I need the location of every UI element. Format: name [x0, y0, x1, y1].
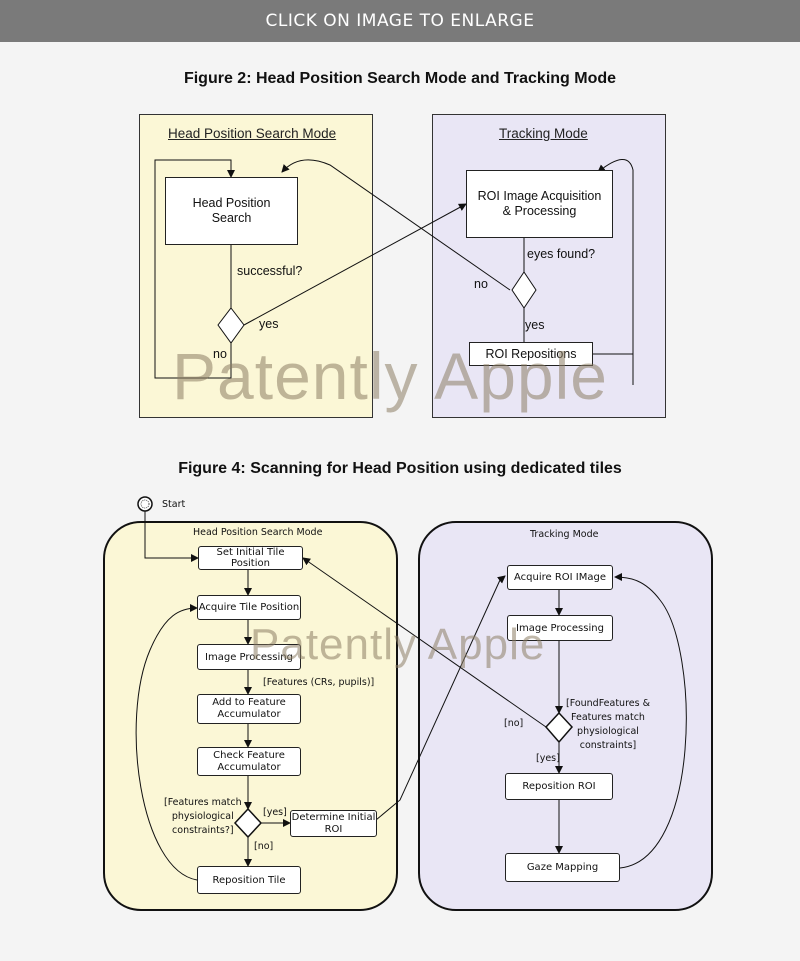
acquire-tile-position-box: Acquire Tile Position	[197, 595, 301, 620]
fig2-search-diamond	[217, 307, 245, 344]
tracking-no-to-set-initial	[302, 557, 547, 728]
check-feature-accumulator-box: Check Feature Accumulator	[197, 747, 301, 776]
fig2-search-panel-title: Head Position Search Mode	[168, 126, 337, 141]
figure2-title: Figure 2: Head Position Search Mode and …	[183, 70, 617, 87]
fig4-connectors	[135, 496, 687, 881]
fig2-tracking-yes-label: yes	[525, 318, 545, 332]
search-yes-label: [yes]	[263, 807, 287, 818]
fig2-connectors	[154, 159, 634, 385]
fig4-search-panel-title: Head Position Search Mode	[193, 527, 323, 538]
fig2-tracking-diamond	[511, 271, 537, 309]
fig2-search-yes-label: yes	[259, 317, 279, 331]
start-to-set-initial	[144, 511, 199, 562]
enlarge-banner[interactable]: CLICK ON IMAGE TO ENLARGE	[0, 0, 800, 42]
features-cr-pupils-label: [Features (CRs, pupils)]	[263, 677, 375, 688]
search-no-label: [no]	[254, 841, 274, 852]
acquire-roi-image-box: Acquire ROI IMage	[507, 565, 613, 590]
fig4-start-label: Start	[162, 499, 186, 510]
left-image-processing-box: Image Processing	[197, 644, 301, 670]
tracking-yes-label: [yes]	[536, 753, 560, 764]
fig4-tracking-diamond	[544, 711, 574, 744]
determine-roi-to-acquire-roi	[375, 575, 506, 821]
found-features-condition-label: [FoundFeatures & Features match physiolo…	[566, 698, 650, 751]
set-initial-tile-position-box: Set Initial Tile Position	[198, 546, 303, 570]
right-image-processing-box: Image Processing	[507, 615, 613, 641]
fig2-head-position-search-box: Head Position Search	[165, 177, 298, 245]
start-node	[137, 496, 153, 512]
determine-initial-roi-box: Determine Initial ROI	[290, 810, 377, 837]
fig2-successful-label: successful?	[237, 264, 303, 278]
fig2-no-to-search-line	[281, 159, 511, 291]
reposition-roi-box: Reposition ROI	[505, 773, 613, 800]
fig2-tracking-panel	[432, 114, 666, 418]
fig2-yes-to-roi-line	[243, 203, 467, 326]
fig4-tracking-panel-title: Tracking Mode	[530, 529, 599, 540]
fig2-search-no-label: no	[213, 347, 227, 361]
fig2-tracking-loop-line	[593, 159, 634, 385]
add-feature-accumulator-box: Add to Feature Accumulator	[197, 694, 301, 724]
fig2-search-loop-line	[154, 159, 235, 379]
reposition-tile-box: Reposition Tile	[197, 866, 301, 894]
fig2-search-panel	[139, 114, 373, 418]
gaze-mapping-loop	[614, 573, 687, 869]
fig2-roi-repositions-box: ROI Repositions	[469, 342, 593, 366]
figure4-title: Figure 4: Scanning for Head Position usi…	[178, 460, 622, 477]
fig2-roi-acquisition-box: ROI Image Acquisition & Processing	[466, 170, 613, 238]
reposition-tile-loop	[135, 604, 198, 881]
fig2-tracking-no-label: no	[474, 277, 488, 291]
tracking-no-label: [no]	[504, 718, 524, 729]
fig2-eyes-found-label: eyes found?	[527, 247, 596, 261]
fig4-search-diamond	[233, 807, 263, 839]
fig2-tracking-panel-title: Tracking Mode	[499, 126, 588, 141]
features-match-condition-label: [Features match physiological constraint…	[164, 797, 242, 836]
gaze-mapping-box: Gaze Mapping	[505, 853, 620, 882]
